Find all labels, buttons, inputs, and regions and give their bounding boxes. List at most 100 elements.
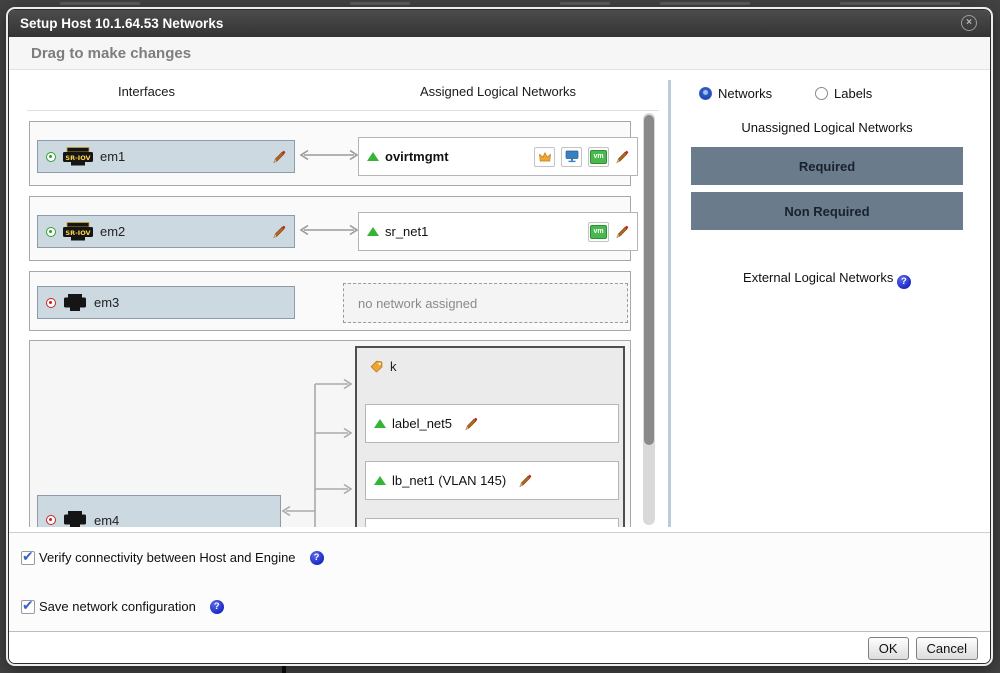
required-label: Required <box>798 158 856 174</box>
close-icon[interactable]: × <box>961 15 977 31</box>
network-name: ovirtmgmt <box>385 149 449 164</box>
vertical-scrollbar[interactable] <box>643 113 655 525</box>
save-config-label: Save network configuration <box>39 599 196 614</box>
scrollbar-thumb[interactable] <box>644 115 654 445</box>
radio-selected-icon[interactable] <box>699 87 712 100</box>
check-icon: ✔ <box>22 596 34 613</box>
vm-network-icon: vm <box>588 146 609 167</box>
network-label-group-k[interactable]: k label_net5 <box>355 346 625 527</box>
background-content-mark <box>282 666 286 673</box>
edit-icon[interactable] <box>615 150 629 164</box>
setup-host-networks-dialog: Setup Host 10.1.64.53 Networks × Drag to… <box>8 9 991 664</box>
interface-name: em1 <box>100 149 126 164</box>
svg-text:SR-IOV: SR-IOV <box>65 153 90 161</box>
external-networks-heading-text: External Logical Networks <box>743 270 894 285</box>
background-table-header-smudge <box>60 2 140 5</box>
interfaces-scroll-area: SR-IOV em1 <box>27 110 659 527</box>
sriov-nic-icon: SR-IOV <box>61 221 95 242</box>
assigned-networks-column-header: Assigned Logical Networks <box>419 84 577 99</box>
interface-em1[interactable]: SR-IOV em1 <box>37 140 295 173</box>
network-name: sr_net1 <box>385 224 429 239</box>
background-table-header-smudge <box>660 2 750 5</box>
background-table-header-smudge <box>560 2 610 5</box>
cancel-button[interactable]: Cancel <box>915 637 978 660</box>
check-icon: ✔ <box>22 547 34 564</box>
networks-radio[interactable]: Networks <box>699 86 772 101</box>
edit-icon[interactable] <box>272 225 286 239</box>
network-name: lb_net1 (VLAN 145) <box>392 473 507 488</box>
display-network-icon <box>561 146 582 167</box>
interface-row-em3: em3 no network assigned <box>29 271 631 331</box>
dialog-title: Setup Host 10.1.64.53 Networks <box>20 16 224 31</box>
network-up-icon <box>374 476 386 485</box>
network-name: label_net5 <box>392 416 452 431</box>
vm-network-icon: vm <box>588 221 609 242</box>
options-section: ✔ Verify connectivity between Host and E… <box>9 532 990 631</box>
non-required-networks-header: Non Required <box>691 192 963 230</box>
drag-hint-bar: Drag to make changes <box>9 37 990 70</box>
branch-arrows-icon <box>278 374 356 527</box>
ok-button[interactable]: OK <box>867 637 909 660</box>
panel-divider <box>668 80 671 527</box>
nic-icon <box>61 510 89 527</box>
no-network-assigned-dropzone[interactable]: no network assigned <box>343 283 628 323</box>
interface-name: em2 <box>100 224 126 239</box>
status-down-icon <box>46 297 56 308</box>
background-table-header-smudge <box>840 2 960 5</box>
help-icon[interactable]: ? <box>309 550 324 565</box>
dialog-title-bar: Setup Host 10.1.64.53 Networks × <box>9 10 990 37</box>
network-ovirtmgmt[interactable]: ovirtmgmt <box>358 137 638 176</box>
network-up-icon <box>374 419 386 428</box>
network-up-icon <box>367 227 379 236</box>
network-sr-net1[interactable]: sr_net1 vm <box>358 212 638 251</box>
unassigned-networks-heading: Unassigned Logical Networks <box>741 120 913 135</box>
dialog-footer: OK Cancel <box>9 631 990 663</box>
attach-arrow-icon <box>298 224 360 236</box>
group-label-text: k <box>390 359 397 374</box>
edit-icon[interactable] <box>518 474 532 488</box>
verify-connectivity-option: ✔ Verify connectivity between Host and E… <box>21 547 324 565</box>
drag-hint-text: Drag to make changes <box>31 45 192 62</box>
management-network-icon <box>534 146 555 167</box>
labels-radio-label: Labels <box>834 86 873 101</box>
verify-connectivity-label: Verify connectivity between Host and Eng… <box>39 550 296 565</box>
verify-connectivity-checkbox[interactable]: ✔ <box>21 547 35 565</box>
status-up-icon <box>46 151 56 162</box>
attach-arrow-icon <box>298 149 360 161</box>
edit-icon[interactable] <box>272 150 286 164</box>
network-up-icon <box>367 152 379 161</box>
nic-icon <box>61 293 89 313</box>
interface-row-em2: SR-IOV em2 <box>29 196 638 261</box>
network-label-net5[interactable]: label_net5 <box>365 404 619 443</box>
group-label-row: k <box>357 348 623 383</box>
help-icon[interactable]: ? <box>209 599 224 614</box>
required-networks-header: Required <box>691 147 963 185</box>
labels-radio[interactable]: Labels <box>815 86 872 101</box>
help-icon[interactable]: ? <box>896 275 911 289</box>
radio-unselected-icon[interactable] <box>815 87 828 100</box>
sriov-nic-icon: SR-IOV <box>61 146 95 167</box>
no-network-assigned-text: no network assigned <box>358 295 478 311</box>
edit-icon[interactable] <box>464 417 478 431</box>
external-networks-heading: External Logical Networks ? <box>691 270 963 289</box>
networks-radio-label: Networks <box>718 86 773 101</box>
interfaces-column-header: Interfaces <box>117 84 176 99</box>
status-down-icon <box>46 515 56 525</box>
background-table-header-smudge <box>350 2 410 5</box>
interface-em3[interactable]: em3 <box>37 286 295 319</box>
main-area: Interfaces Assigned Logical Networks SR-… <box>9 70 990 532</box>
interface-em2[interactable]: SR-IOV em2 <box>37 215 295 248</box>
svg-text:SR-IOV: SR-IOV <box>65 228 90 236</box>
save-config-checkbox[interactable]: ✔ <box>21 596 35 614</box>
status-up-icon <box>46 226 56 237</box>
interface-em4[interactable]: em4 <box>37 495 281 527</box>
edit-icon[interactable] <box>615 225 629 239</box>
network-partial-card[interactable] <box>365 518 619 527</box>
tag-icon <box>370 360 383 373</box>
interface-name: em3 <box>94 295 120 310</box>
interface-name: em4 <box>94 512 120 528</box>
non-required-label: Non Required <box>784 203 870 219</box>
interface-row-em4: em4 <box>29 340 631 527</box>
network-lb-net1[interactable]: lb_net1 (VLAN 145) <box>365 461 619 500</box>
save-config-option: ✔ Save network configuration ? <box>21 596 224 614</box>
